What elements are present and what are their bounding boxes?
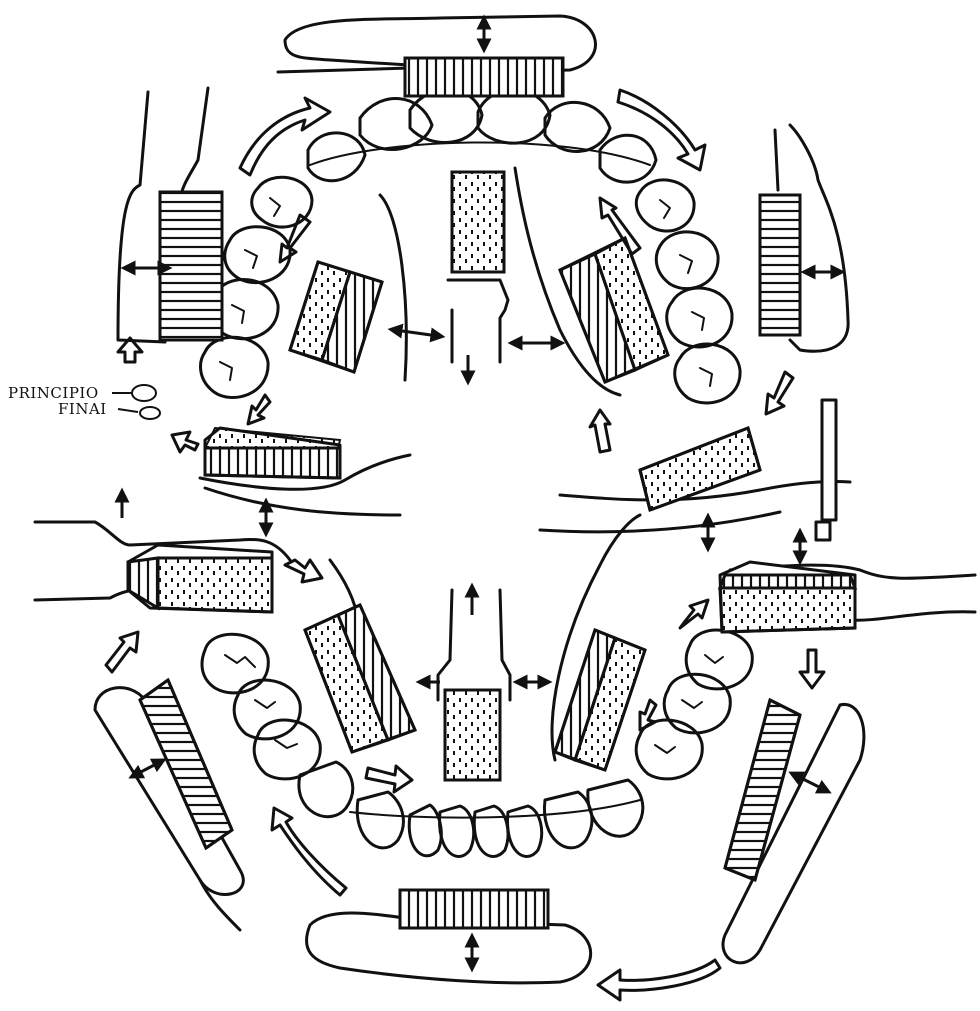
upper-molar	[667, 288, 732, 347]
gum-line	[350, 800, 640, 818]
brush-horizontal-upper-left	[200, 428, 410, 530]
brush-horizontal-upper-right	[540, 428, 850, 545]
end-marker-circle	[140, 407, 160, 419]
straight-arrow	[590, 410, 610, 452]
brush-head-lower-center	[423, 590, 545, 780]
lower-molar	[234, 680, 300, 739]
lower-canine	[357, 792, 403, 848]
straight-arrow	[106, 632, 138, 672]
palate-line	[380, 195, 406, 380]
straight-arrow	[680, 600, 708, 628]
lower-molar	[254, 720, 320, 779]
brush-head-upper-center	[448, 172, 508, 378]
lower-incisor	[508, 806, 542, 856]
toothbrush-lower-right	[723, 700, 864, 963]
label-final: FINAI	[58, 400, 107, 418]
brush-head-upper-inner-right	[515, 238, 668, 382]
upper-molar	[675, 344, 740, 403]
toothbrush-lower-left	[95, 680, 243, 930]
upper-molar	[656, 232, 718, 289]
upper-molar	[201, 337, 269, 397]
straight-arrow	[172, 432, 198, 452]
upper-incisor	[545, 102, 610, 151]
lower-molar	[636, 720, 702, 779]
brush-head-upper-inner-left	[290, 262, 438, 372]
straight-arrow	[766, 372, 793, 414]
upper-molar	[252, 177, 312, 227]
brush-head-lower-inner-left	[305, 605, 415, 752]
lower-incisor	[440, 806, 474, 856]
upper-incisor	[478, 90, 550, 143]
straight-arrow	[248, 395, 270, 424]
lower-incisor	[409, 805, 441, 856]
upper-incisor	[360, 99, 432, 150]
lower-premolar	[299, 762, 353, 817]
curved-arrow	[272, 808, 346, 895]
brush-head-lower-inner-right	[555, 630, 645, 770]
straight-arrow	[366, 766, 412, 792]
toothbrush-top	[278, 16, 595, 96]
sequence-legend: PRINCIPIO FINAI	[8, 384, 160, 419]
lower-incisor	[474, 806, 508, 856]
toothbrush-upper-left	[118, 88, 222, 342]
lower-canine	[544, 792, 591, 848]
start-marker-circle	[132, 385, 156, 401]
toothbrush-bottom	[307, 890, 591, 983]
straight-arrow	[800, 650, 824, 688]
toothbrush-upper-right	[760, 125, 848, 351]
brush-horizontal-lower-left	[35, 495, 290, 612]
straight-arrow	[285, 560, 322, 582]
lower-molar	[202, 634, 268, 693]
straight-arrow	[640, 700, 656, 730]
upper-molar	[636, 180, 694, 231]
curved-arrow	[598, 960, 720, 1000]
